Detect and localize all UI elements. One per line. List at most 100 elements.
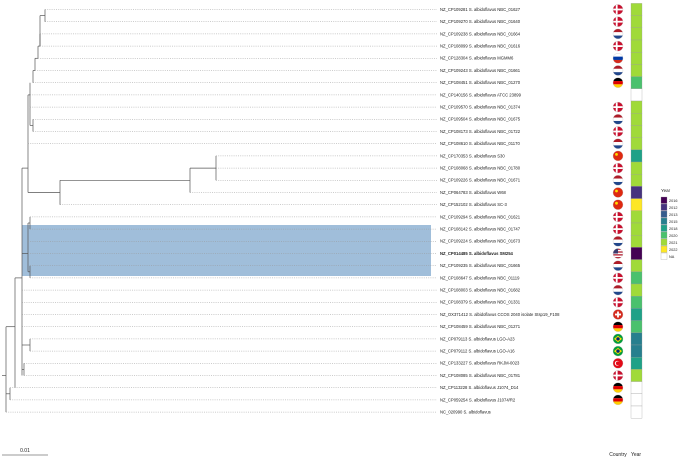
tip-label: NZ_CP108068 S. albidoflavus NBC_01780 <box>440 166 521 171</box>
legend-swatch <box>660 210 668 218</box>
flag-germany-icon <box>613 382 623 393</box>
year-cell <box>630 308 643 321</box>
year-cell <box>630 296 643 309</box>
year-cell <box>630 64 643 77</box>
flag-outline <box>612 138 624 149</box>
year-cell <box>630 125 643 138</box>
year-cell <box>630 27 643 41</box>
legend-swatch <box>660 245 668 253</box>
legend-label: 2016 <box>669 199 677 203</box>
flag-usa-icon <box>613 248 623 259</box>
country-column-title: Country <box>609 452 627 458</box>
year-cell <box>630 186 643 199</box>
legend-label: 2018 <box>669 227 677 231</box>
flag-outline <box>612 65 624 76</box>
tip-label: NZ_OX371412 S. albidoflavus CCOS 2040 is… <box>440 312 560 317</box>
tip-label: NZ_CP109226 S. albidoflavus NBC_01671 <box>440 178 521 183</box>
flag-outline <box>612 53 624 64</box>
flag-netherlands-icon <box>613 65 623 76</box>
flag-denmark-icon <box>613 102 623 113</box>
tip-label: NZ_CP109570 S. albidoflavus NBC_01374 <box>440 105 521 110</box>
year-cell <box>630 149 643 163</box>
year-cell <box>630 15 643 28</box>
tip-label: NZ_CP059254 S. albidoflavus J1074/R2 <box>440 397 516 402</box>
flag-outline <box>612 309 624 320</box>
flag-outline <box>612 333 624 345</box>
flag-outline <box>612 175 624 186</box>
year-cell <box>630 283 643 297</box>
flag-denmark-icon <box>613 4 623 15</box>
flag-outline <box>612 187 624 198</box>
year-cell <box>630 76 643 89</box>
year-cell <box>630 222 643 236</box>
tip-label: NZ_CP109224 S. albidoflavus NBC_01673 <box>440 239 521 244</box>
legend-label: 2015 <box>669 220 677 224</box>
flag-outline <box>612 126 624 137</box>
tip-label: NZ_CP109243 S. albidoflavus NBC_01661 <box>440 68 521 73</box>
year-column-title: Year <box>631 452 641 458</box>
country-flags <box>612 4 624 406</box>
tip-label: NZ_CP133227 S. albidoflavus RKJM-0023 <box>440 361 520 366</box>
legend-title: Year <box>661 188 671 193</box>
flag-outline <box>612 211 624 223</box>
flag-germany-icon <box>613 394 623 405</box>
tip-label: NZ_CP109504 S. albidoflavus NBC_01675 <box>440 117 521 122</box>
legend-swatch <box>660 203 668 211</box>
flag-outline <box>612 284 624 296</box>
year-cell <box>630 88 643 102</box>
flag-brazil-icon <box>613 346 623 357</box>
flag-denmark-icon <box>613 41 623 52</box>
year-cell <box>630 320 643 333</box>
year-cell <box>630 198 643 211</box>
legend-swatch <box>660 196 668 204</box>
tip-label: NZ_CP108003 S. albidoflavus NBC_01682 <box>440 288 521 293</box>
flag-outline <box>612 40 624 52</box>
flag-china-icon <box>613 150 623 161</box>
tip-label: NZ_CP152102 S. albidoflavus SC-3 <box>440 202 507 207</box>
flag-outline <box>612 260 624 271</box>
legend-swatch <box>660 231 668 239</box>
flag-netherlands-icon <box>613 260 623 271</box>
tip-label: NZ_CP108099 S. albidoflavus NBC_01616 <box>440 44 521 49</box>
flag-china-icon <box>613 199 623 210</box>
tip-label: NZ_CP108142 S. albidoflavus NBC_01747 <box>440 227 521 232</box>
legend-label: 2020 <box>669 234 677 238</box>
year-cell <box>630 405 643 419</box>
flag-outline <box>612 162 624 174</box>
flag-netherlands-icon <box>613 175 623 186</box>
flag-denmark-icon <box>613 224 623 235</box>
legend-swatch <box>660 217 668 225</box>
tip-label: NC_020990 S. albidoflavus <box>440 410 491 415</box>
flag-outline <box>612 114 624 125</box>
tip-label: NZ_CP014485 S. albidoflavus SM254 <box>440 251 514 256</box>
scale-bar: 0.01 <box>2 448 48 456</box>
year-cell <box>630 247 643 260</box>
year-cell <box>630 39 643 53</box>
flag-russia-icon <box>613 53 623 64</box>
year-cell <box>630 357 643 370</box>
year-cell <box>630 332 643 346</box>
tip-label: NZ_CP108379 S. albidoflavus NBC_01331 <box>440 300 521 305</box>
flag-outline <box>612 150 624 162</box>
flag-outline <box>612 394 624 406</box>
flag-denmark-icon <box>613 163 623 174</box>
flag-netherlands-icon <box>613 114 623 125</box>
flag-denmark-icon <box>613 370 623 381</box>
flag-denmark-icon <box>613 272 623 283</box>
flag-netherlands-icon <box>613 28 623 39</box>
tip-labels: NZ_CP109281 S. albidoflavus NBC_01627NZ_… <box>440 7 560 415</box>
flag-outline <box>612 4 624 15</box>
flag-germany-icon <box>613 77 623 88</box>
year-cell <box>630 137 643 150</box>
year-cell <box>630 381 643 394</box>
tip-label: NZ_CP170353 S. albidoflavus S30 <box>440 153 505 158</box>
tip-label: NZ_CP108610 S. albidoflavus NBC_01170 <box>440 141 520 146</box>
tip-label: NZ_CP109235 S. albidoflavus NBC_01665 <box>440 263 521 268</box>
legend-label: 2013 <box>669 213 677 217</box>
flag-outline <box>612 272 624 284</box>
flag-turkey-icon <box>613 358 623 369</box>
flag-outline <box>612 28 624 40</box>
tip-label: NZ_CP108451 S. albidoflavus NBC_01270 <box>440 80 521 85</box>
